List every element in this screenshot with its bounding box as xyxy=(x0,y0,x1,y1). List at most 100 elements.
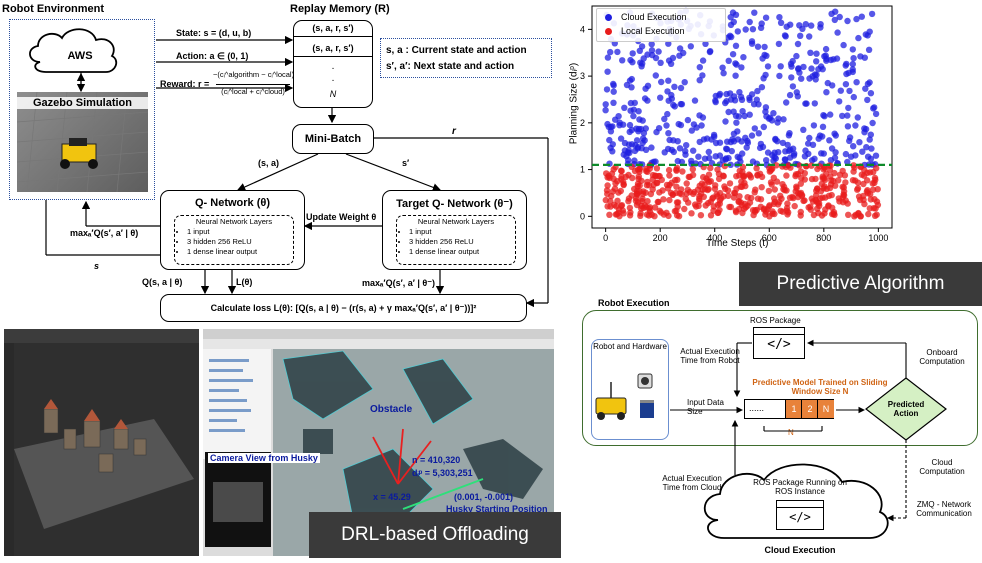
local-point xyxy=(722,185,729,193)
cloud-point xyxy=(787,21,794,28)
cloud-point xyxy=(629,50,636,57)
cloud-point xyxy=(787,60,795,68)
reward-numerator: −(cᵢ^algorithm − cᵢ^local) xyxy=(213,70,295,79)
local-point xyxy=(807,203,814,210)
local-point xyxy=(660,211,668,218)
cloud-point xyxy=(691,97,699,104)
local-point xyxy=(826,184,834,192)
local-point xyxy=(791,202,798,210)
local-point xyxy=(695,202,702,210)
local-point xyxy=(635,173,642,180)
cloud-point xyxy=(676,52,683,59)
cloud-point xyxy=(621,104,628,112)
action-label: Action: a ∈ (0, 1) xyxy=(176,51,249,61)
cloud-point xyxy=(627,56,634,64)
local-point xyxy=(604,182,611,189)
local-point xyxy=(771,186,778,193)
cloud-point xyxy=(696,77,703,84)
cloud-point xyxy=(665,77,672,84)
q-network-box: Q- Network (θ) Neural Network Layers 1 i… xyxy=(160,190,305,270)
local-point xyxy=(689,166,696,173)
local-point xyxy=(739,172,747,179)
local-point xyxy=(607,198,614,205)
cloud-point xyxy=(607,123,615,131)
local-point xyxy=(665,166,673,174)
x-value: x = 45.29 xyxy=(373,492,411,502)
local-point xyxy=(754,195,762,202)
cloud-point xyxy=(604,54,612,61)
cloud-point xyxy=(862,85,869,92)
cloud-point xyxy=(738,96,746,104)
cloud-point xyxy=(819,123,827,130)
cloud-point xyxy=(822,52,829,59)
local-point xyxy=(758,184,765,191)
cloud-point xyxy=(862,31,869,38)
cloud-point xyxy=(614,48,621,56)
cloud-point xyxy=(872,152,880,159)
cloud-point xyxy=(610,99,617,107)
cloud-point xyxy=(831,16,838,24)
local-point xyxy=(813,187,820,194)
cloud-point xyxy=(734,153,741,160)
local-point xyxy=(874,186,881,193)
local-point xyxy=(753,165,760,172)
cloud-point xyxy=(652,158,659,165)
cloud-point xyxy=(849,46,856,53)
cloud-point xyxy=(676,145,684,152)
local-point xyxy=(870,205,877,212)
cloud-point xyxy=(842,62,849,69)
husky-robot-icon xyxy=(60,138,98,169)
cloud-point xyxy=(633,137,641,144)
cloud-point xyxy=(746,111,753,118)
cloud-point xyxy=(742,26,749,33)
cloud-point xyxy=(781,32,789,39)
local-point xyxy=(688,210,695,217)
cloud-point xyxy=(638,145,645,152)
local-point xyxy=(854,186,861,193)
cloud-point xyxy=(631,157,638,164)
cloud-point xyxy=(761,43,768,51)
cloud-point xyxy=(813,50,820,57)
local-point xyxy=(709,194,717,201)
cloud-point xyxy=(853,79,860,86)
ros-running-label: ROS Package Running on ROS Instance xyxy=(753,478,847,496)
local-point xyxy=(625,198,632,205)
cloud-point xyxy=(626,121,634,129)
cloud-point xyxy=(638,43,646,50)
cloud-point xyxy=(602,107,609,114)
cloud-point xyxy=(759,143,767,151)
cloud-point xyxy=(807,49,814,56)
local-point xyxy=(801,170,808,177)
q-layer-item: 1 input xyxy=(187,227,293,237)
local-point xyxy=(697,212,705,219)
cloud-point xyxy=(830,56,837,63)
local-point xyxy=(820,175,828,182)
cloud-point xyxy=(844,123,852,130)
target-layer-item: 3 hidden 256 ReLU xyxy=(409,237,515,247)
cloud-point xyxy=(621,139,629,147)
cloud-point xyxy=(687,43,694,50)
local-point xyxy=(695,195,703,203)
cloud-point xyxy=(630,112,637,120)
local-point xyxy=(634,166,642,173)
local-point xyxy=(809,198,817,205)
onboard-label: Onboard Computation xyxy=(919,348,965,366)
local-point xyxy=(808,175,816,183)
cloud-point xyxy=(755,130,762,137)
local-point xyxy=(660,196,667,203)
local-point xyxy=(736,167,743,175)
cloud-point xyxy=(762,14,770,21)
cloud-point xyxy=(635,108,642,115)
local-point xyxy=(706,178,713,186)
cloud-point xyxy=(802,21,809,28)
cloud-point xyxy=(836,98,843,105)
cloud-point xyxy=(728,147,735,155)
cloud-point xyxy=(665,130,672,137)
local-point xyxy=(640,188,647,195)
cloud-point xyxy=(836,13,843,21)
ros-package-box: </> xyxy=(753,327,805,359)
cloud-point xyxy=(711,133,718,140)
cloud-point xyxy=(746,96,753,104)
local-point xyxy=(611,185,619,192)
